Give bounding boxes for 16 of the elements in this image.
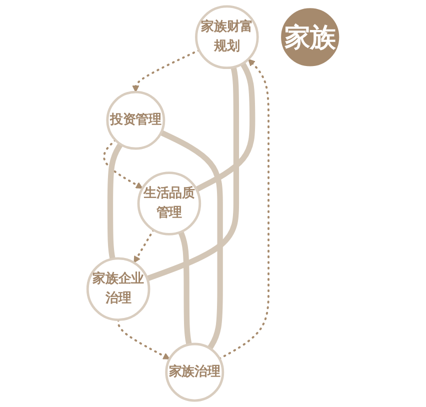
arrow — [132, 49, 200, 92]
node-circle: 家族企业治理 — [86, 257, 150, 321]
node-circle: 家族 — [281, 8, 340, 66]
connector — [107, 142, 123, 260]
arrow — [117, 318, 170, 360]
connector — [146, 66, 240, 282]
connector — [160, 130, 223, 350]
node-circle: 投资管理 — [106, 90, 166, 150]
node-circle: 家族财富规划 — [195, 5, 259, 70]
node-circle: 生活品质管理 — [137, 172, 202, 236]
arrow — [134, 228, 155, 264]
connector — [195, 62, 256, 192]
arrow — [218, 58, 270, 360]
connector — [178, 230, 192, 346]
arrow — [103, 139, 143, 189]
node-circle: 家族治理 — [165, 342, 224, 402]
